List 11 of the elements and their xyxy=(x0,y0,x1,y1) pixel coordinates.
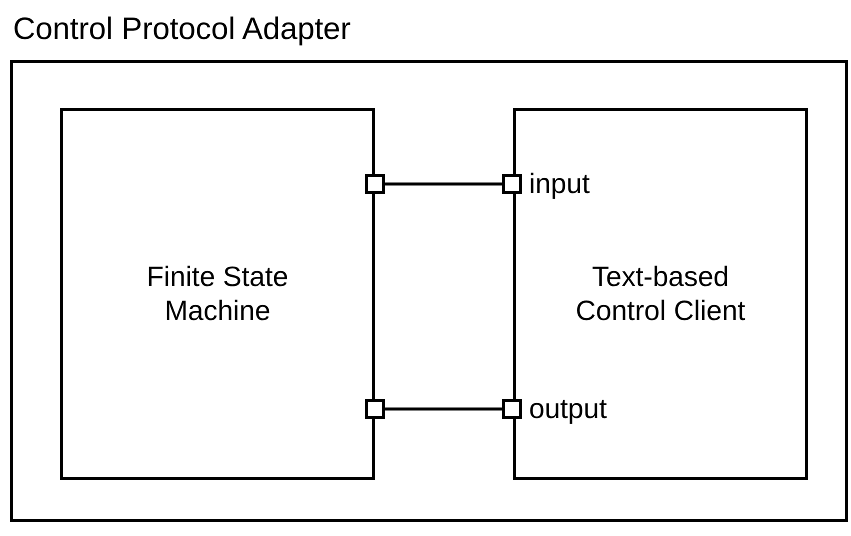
port-square xyxy=(365,174,385,194)
component-box xyxy=(513,108,808,480)
component-label: Finite State Machine xyxy=(146,260,290,328)
port-label: input xyxy=(529,168,590,200)
connector-line xyxy=(385,182,502,186)
connector-line xyxy=(385,408,502,410)
component-box xyxy=(60,108,375,480)
port-label: output xyxy=(529,393,607,425)
port-square xyxy=(365,399,385,419)
component-label: Text-based Control Client xyxy=(574,260,746,328)
container-title: Control Protocol Adapter xyxy=(13,11,351,47)
